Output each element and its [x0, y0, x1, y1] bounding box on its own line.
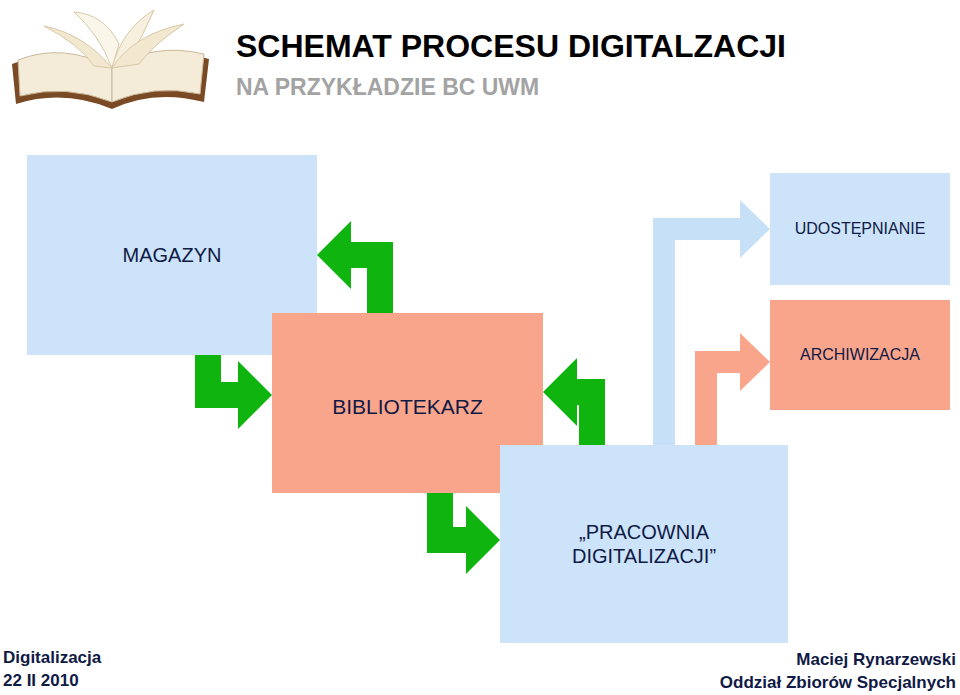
- flow-arrow: [440, 493, 500, 574]
- arrow-shaft: [440, 493, 467, 540]
- arrow-head: [543, 358, 577, 426]
- book-page-flip: [44, 26, 112, 68]
- arrow-head: [740, 200, 770, 258]
- book-icon: [4, 4, 219, 114]
- arrow-head: [317, 221, 351, 289]
- box-label: BIBLIOTEKARZ: [332, 394, 483, 419]
- footer-date: 22 II 2010: [3, 671, 79, 691]
- flow-arrow: [317, 221, 380, 313]
- digitization-lab-box: „PRACOWNIA DIGITALIZACJI”: [500, 445, 788, 643]
- footer-topic: Digitalizacja: [3, 648, 101, 668]
- footer-author: Maciej Rynarzewski: [796, 650, 956, 670]
- arrow-head: [466, 506, 500, 574]
- flow-arrow: [706, 333, 770, 445]
- arrow-head: [740, 333, 770, 391]
- arrow-head: [238, 361, 272, 429]
- arrow-shaft: [664, 229, 741, 445]
- flow-arrow: [208, 355, 272, 429]
- arrow-shaft: [350, 255, 380, 313]
- arrow-shaft: [576, 392, 592, 445]
- box-label: MAGAZYN: [123, 243, 222, 267]
- subtitle: NA PRZYKŁADZIE BC UWM: [236, 74, 539, 101]
- box-label: UDOSTĘPNIANIE: [795, 219, 926, 238]
- box-label: ARCHIWIZACJA: [800, 345, 920, 364]
- flow-arrow: [664, 200, 770, 445]
- archive-box: ARCHIWIZACJA: [770, 300, 950, 410]
- box-label: „PRACOWNIA DIGITALIZACJI”: [534, 520, 754, 568]
- access-box: UDOSTĘPNIANIE: [770, 173, 950, 285]
- book-page-flip: [112, 24, 184, 68]
- arrow-shaft: [706, 362, 741, 445]
- footer-department: Oddział Zbiorów Specjalnych: [720, 673, 956, 693]
- title: SCHEMAT PROCESU DIGITALZACJI: [236, 28, 786, 65]
- flow-arrow: [543, 358, 592, 445]
- arrow-shaft: [208, 355, 239, 395]
